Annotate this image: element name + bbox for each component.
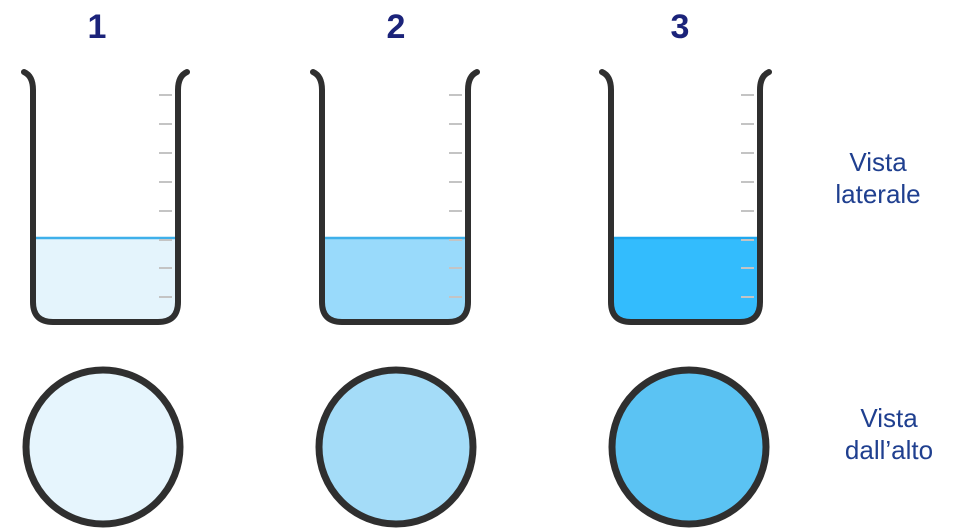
side-view-label-line1: Vista [849, 147, 907, 177]
beaker-3-outline [599, 69, 772, 325]
top-view-label-line2: dall’alto [844, 435, 934, 465]
top-view-circle-2 [315, 366, 477, 528]
beaker-number-1: 1 [87, 8, 107, 46]
top-view-label: Vista dall’alto [819, 402, 958, 466]
side-view-label: Vista laterale [808, 146, 948, 210]
beaker-2-outline [310, 69, 480, 325]
top-view-label-line1: Vista [860, 403, 918, 433]
beaker-2-liquid [322, 238, 468, 322]
top-view-circle-3 [608, 366, 770, 528]
top-view-circle-1 [22, 366, 184, 528]
beaker-3-liquid [611, 238, 760, 322]
beaker-number-2: 2 [386, 8, 406, 46]
beaker-number-3: 3 [670, 8, 690, 46]
beaker-1-liquid [33, 238, 178, 322]
beaker-1-outline [21, 69, 190, 325]
side-view-label-line2: laterale [835, 179, 921, 209]
